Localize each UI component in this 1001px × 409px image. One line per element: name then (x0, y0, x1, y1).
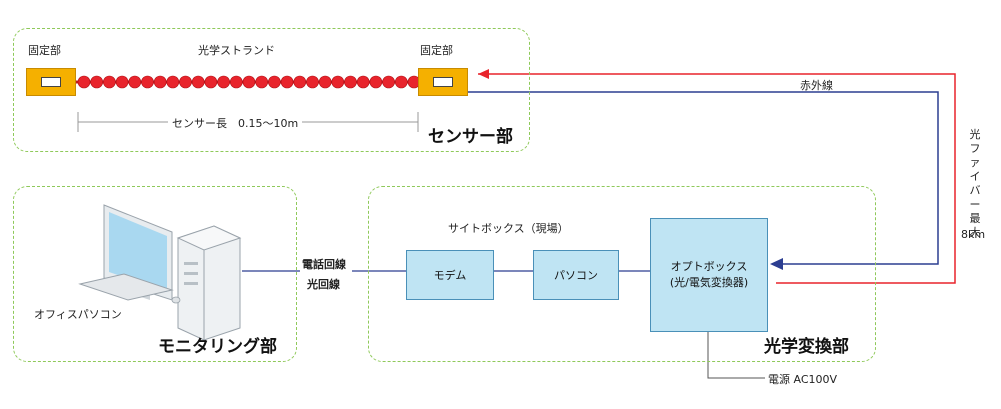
monitoring-section-title: モニタリング部 (158, 337, 277, 357)
optical-line-label: 光回線 (307, 278, 340, 291)
fiber-max-char: 大 (969, 226, 981, 239)
power-label: 電源 AC100V (768, 373, 838, 386)
telephone-line-label: 電話回線 (302, 258, 346, 271)
strand-bead (280, 75, 294, 89)
strand-bead (191, 75, 205, 89)
fixed-part-right-label: 固定部 (420, 44, 453, 57)
sensor-section (13, 28, 530, 152)
infrared-arrowhead (478, 69, 489, 79)
strand-beads (77, 75, 421, 89)
power-line (707, 332, 765, 379)
strand-bead (356, 75, 370, 89)
fiber-max-char: ー (969, 198, 981, 211)
fiber-max-char: イ (969, 170, 981, 183)
opt-box-label: オプトボックス (670, 260, 748, 273)
sensor-length-label: センサー長 0.15～10m (168, 115, 303, 131)
strand-bead (90, 75, 103, 89)
optical-strand-label: 光学ストランド (198, 44, 275, 57)
strand-bead (255, 75, 269, 89)
fiber-max-char: バ (969, 184, 981, 197)
strand-bead (268, 75, 281, 89)
computer-icon (78, 204, 242, 341)
opt-box-sublabel: (光/電気変換器) (669, 276, 749, 289)
strand-bead (306, 75, 319, 89)
strand-bead (77, 75, 91, 89)
return-line (468, 91, 939, 265)
strand-bead (230, 75, 243, 89)
site-box-label: サイトボックス（現場） (448, 222, 569, 235)
strand-bead (344, 75, 357, 89)
strand-bead (318, 75, 332, 89)
strand-bead (204, 75, 218, 89)
strand-bead (128, 75, 142, 89)
return-arrowhead (770, 258, 783, 270)
strand-bead (115, 75, 129, 89)
fixed-block-right (418, 68, 468, 96)
modem-label: モデム (433, 269, 467, 282)
strand-bead (242, 75, 256, 89)
strand-bead (331, 75, 345, 89)
conversion-section-title: 光学変換部 (764, 337, 849, 357)
fixed-block-left (26, 68, 76, 96)
modem-box: モデム (406, 250, 494, 300)
monitoring-section (13, 186, 297, 362)
strand-bead (394, 75, 408, 89)
conversion-section (368, 186, 876, 362)
strand-bead (103, 75, 116, 89)
strand-bead (217, 75, 230, 89)
pc-box-label: パソコン (554, 269, 598, 282)
office-pc-label: オフィスパソコン (34, 308, 122, 321)
strand-bead (382, 75, 395, 89)
opt-box: オプトボックス (光/電気変換器) (650, 218, 768, 332)
pc-box: パソコン (533, 250, 619, 300)
strand-bead (141, 75, 154, 89)
strand-bead (153, 75, 167, 89)
strand-bead (293, 75, 307, 89)
fiber-max-char: 光 (969, 128, 981, 141)
fiber-max-char: ファ (969, 142, 981, 169)
infrared-line (478, 73, 956, 284)
sensor-section-title: センサー部 (428, 127, 513, 147)
fiber-max-label: 光ファイバー最大 (966, 128, 984, 240)
infrared-label: 赤外線 (800, 79, 833, 92)
strand-bead (166, 75, 180, 89)
strand-bead (369, 75, 383, 89)
fiber-distance-label: 8km (961, 228, 986, 241)
strand-bead (179, 75, 192, 89)
fixed-part-left-label: 固定部 (28, 44, 61, 57)
fiber-max-char: 最 (969, 212, 981, 225)
